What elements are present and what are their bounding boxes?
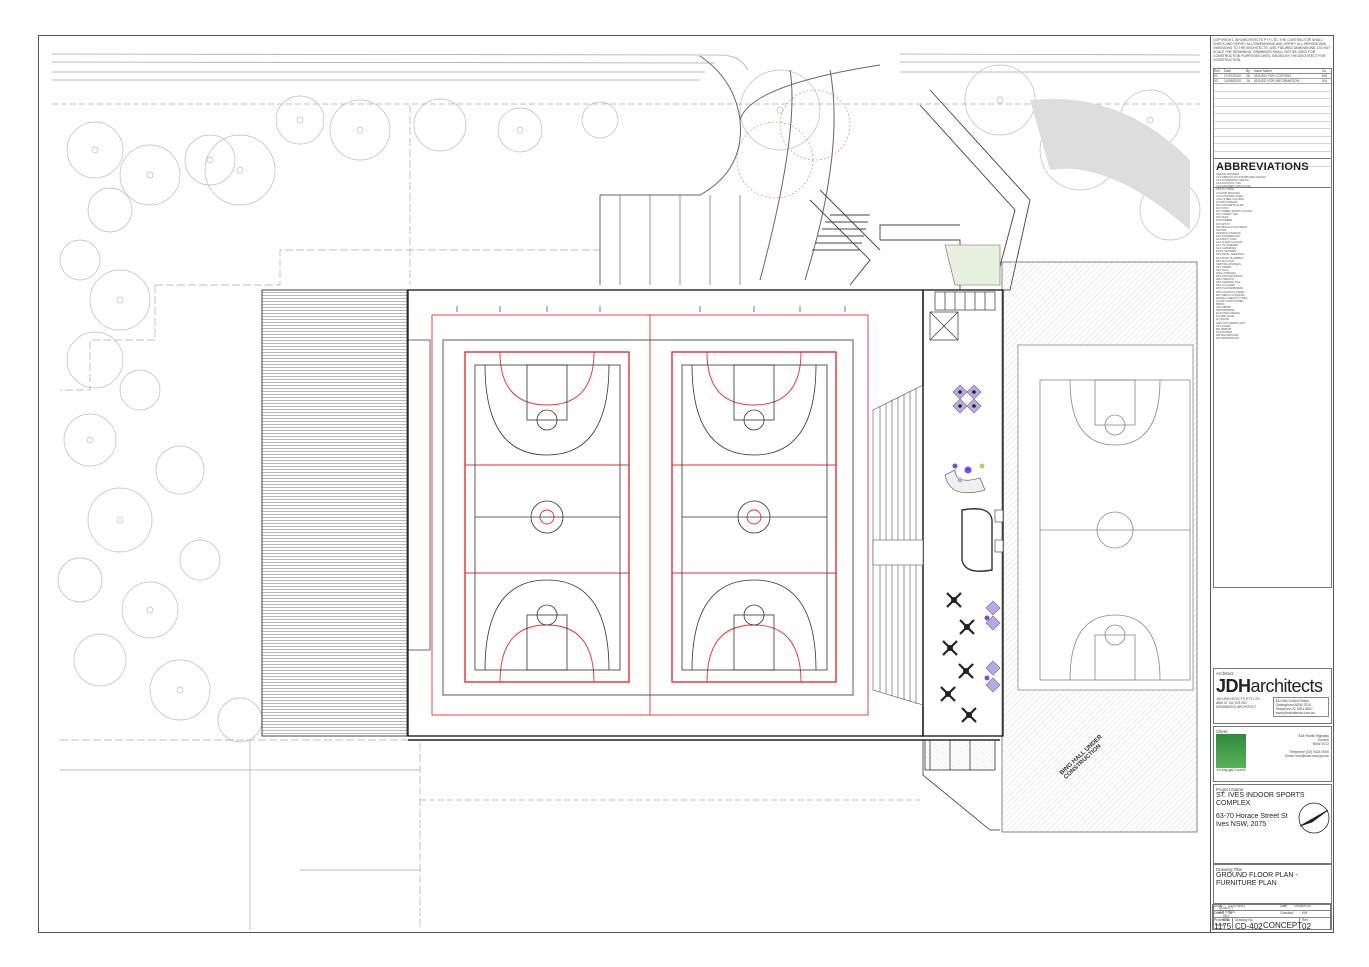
quality-status-panel: QUALITY CERTIFIED ISO 9001 Status CONCEP… xyxy=(1212,904,1331,930)
abbreviation-line: AC AIR CONDITIONER xyxy=(1216,299,1244,303)
drawing-title-panel: Drawing Title GROUND FLOOR PLAN - FURNIT… xyxy=(1213,864,1332,904)
basketball-courts xyxy=(431,314,869,716)
abbreviation-line: FR1 POWDERCOAT xyxy=(1216,234,1241,238)
abbreviation-line: FF6 RUBBER xyxy=(1216,219,1233,223)
abbreviation-line: WF5 PLASTERBOARD xyxy=(1216,287,1244,291)
abbreviation-line: FLOOR FINISHES xyxy=(1216,200,1238,204)
abbreviation-line: WB WHITEBOARD xyxy=(1216,333,1239,337)
project-name: ST. IVES INDOOR SPORTS COMPLEX xyxy=(1216,792,1305,807)
abbreviation-line: WF6 ACOUSTIC PANEL xyxy=(1216,290,1245,294)
revision-blank-rows xyxy=(1214,84,1331,170)
abbreviation-line: COL1 PAINTED STEEL xyxy=(1216,194,1244,198)
abbreviation-line: CB CABINET xyxy=(1216,306,1232,310)
south-site-lines xyxy=(60,740,920,930)
abbreviation-line: WF3 CERAMIC TILE xyxy=(1216,281,1241,285)
abbreviation-line: ROOF FINISHES xyxy=(1216,250,1237,254)
abbreviation-line: FF2 VINYL xyxy=(1216,207,1229,211)
abbreviation-line: FF4 CARPET TILE xyxy=(1216,213,1238,217)
foyer-furniture xyxy=(940,384,1004,723)
abbreviation-line: RF3 SKYLIGHT xyxy=(1216,259,1235,263)
abbreviation-line: SK1 TIMBER xyxy=(1216,265,1232,269)
council-logo-icon: Ku-ring-gai Council xyxy=(1216,734,1246,772)
abbreviation-line: RF2 ROOF PLUMBING xyxy=(1216,256,1244,260)
existing-court-lines xyxy=(1039,379,1191,681)
abbreviation-line: CF4 EXPOSED STRUCTURE xyxy=(1216,185,1251,189)
paved-area xyxy=(1030,98,1190,230)
abbreviation-line: FF9 MAT xyxy=(1216,228,1227,232)
abbreviation-line: GT GRATE xyxy=(1216,318,1230,322)
covered-walkway xyxy=(407,339,431,651)
client-panel: Client Ku-ring-gai Council 818 Pacific H… xyxy=(1213,726,1332,782)
drawing-title: GROUND FLOOR PLAN - FURNITURE PLAN xyxy=(1216,872,1298,887)
revision-table: Rev Date By Issue Name Ck 01 27/07/2020 … xyxy=(1213,68,1332,188)
lift-and-stair xyxy=(929,291,996,341)
abbreviation-line: GL2 TOUGHENED xyxy=(1216,244,1239,248)
bleachers xyxy=(872,384,924,706)
abbreviation-line: MISCELLANEOUS TYPES xyxy=(1216,296,1248,300)
abbreviation-line: FH FIRE HOSE xyxy=(1216,315,1235,319)
abbreviation-line: WALL FINISHES xyxy=(1216,272,1236,275)
hoop-marks xyxy=(456,306,846,312)
abbreviation-line: SK2 VINYL xyxy=(1216,268,1230,272)
abbreviation-line: FF8 SEALED CONCRETE xyxy=(1216,225,1247,229)
abbreviation-line: LB LOCKER xyxy=(1216,324,1231,328)
abbreviation-line: CF5 FC LINING xyxy=(1216,188,1235,192)
street-lines xyxy=(51,53,1201,105)
abbreviation-line: SKIRTING FINISHES xyxy=(1216,262,1241,266)
abbreviation-line: WP WATERPROOF xyxy=(1216,336,1240,340)
abbreviation-line: WF1 PAINTED BLOCK xyxy=(1216,275,1243,279)
abbreviation-line: GLAZING TYPES xyxy=(1216,237,1237,241)
abbreviation-line: GL3 LAMINATED xyxy=(1216,247,1237,251)
architect-logo: JDHarchitects xyxy=(1216,676,1323,696)
abbreviation-line: GL1 CLEAR GLAZING xyxy=(1216,241,1243,245)
revision-row: 02 14/08/2020 JA ISSUED FOR INFORMATION … xyxy=(1214,79,1331,84)
abbreviation-line: WF7 METAL CLADDING xyxy=(1216,293,1245,297)
abbreviations-title: ABBREVIATIONS xyxy=(1216,161,1309,173)
architect-address: 4A Little Oxford Street Darlinghurst NSW… xyxy=(1273,697,1329,717)
architect-panel: Architect JDHarchitects JDH ARCHITECTS P… xyxy=(1213,668,1332,724)
tree-canopies xyxy=(57,64,1201,743)
abbreviation-line: EX EXTINGUISHER xyxy=(1216,312,1240,316)
driveway xyxy=(599,55,881,285)
roof-canopy xyxy=(261,289,408,737)
abbreviation-line: CEILING FINISHES xyxy=(1216,173,1240,176)
revision-row: 01 27/07/2020 JA ISSUED FOR COSTING KM xyxy=(1214,74,1331,79)
abbreviation-line: HWU HOT WATER UNIT xyxy=(1216,321,1245,325)
abbreviation-line: DP DOWNPIPE xyxy=(1216,309,1235,313)
parking-lines xyxy=(619,195,741,285)
abbreviation-line: CF2 SUSPENDED CEILING xyxy=(1216,179,1249,183)
court-black-lines xyxy=(442,339,854,696)
drawing-sheet-border xyxy=(38,35,1334,933)
abbreviation-line: BB BIN xyxy=(1216,302,1225,306)
abbreviation-line: WF4 FC SHEET xyxy=(1216,284,1236,288)
title-block: COPYRIGHT JDH ARCHITECTS PTY LTD. THE CO… xyxy=(1210,36,1334,932)
building-walls xyxy=(407,289,1004,741)
revision-header: Rev Date By Issue Name Ck xyxy=(1214,69,1331,74)
abbreviation-line: MR MIRROR xyxy=(1216,327,1232,331)
removed-trees xyxy=(736,89,851,199)
north-arrow-icon xyxy=(1298,802,1330,834)
abbreviation-line: FRAMING FINISHES xyxy=(1216,231,1241,235)
abbreviation-line: RF1 METAL SHEETING xyxy=(1216,253,1244,257)
south-entry xyxy=(922,739,1000,831)
copyright-note: COPYRIGHT JDH ARCHITECTS PTY LTD. THE CO… xyxy=(1213,38,1331,62)
project-panel: Project Name ST. IVES INDOOR SPORTS COMP… xyxy=(1213,784,1332,864)
abbreviation-line: COL2 STEEL COLUMN xyxy=(1216,197,1244,201)
abbreviation-line: FF3 TIMBER SPORTS FLOOR xyxy=(1216,210,1253,214)
project-address: 63-70 Horace Street St Ives NSW, 2075 xyxy=(1216,813,1288,828)
abbreviation-line: SH SHOWER xyxy=(1216,330,1232,334)
abbreviation-line: FF1 CONCRETE SLAB xyxy=(1216,203,1244,207)
abbreviation-line: FF5 TILES xyxy=(1216,216,1229,220)
abbreviation-line: FF7 EPOXY xyxy=(1216,222,1231,226)
status-value: CONCEPT xyxy=(1263,921,1303,930)
abbreviation-line: WF2 PRECAST xyxy=(1216,278,1235,282)
planter xyxy=(944,244,1001,286)
abbreviation-line: COLUMN FINISHES xyxy=(1216,191,1240,195)
abbreviation-line: CF3 ACOUSTIC TILE xyxy=(1216,182,1242,186)
abbreviation-line: CF1 FIBROUS PLASTERBOARD CEILING xyxy=(1216,176,1267,180)
